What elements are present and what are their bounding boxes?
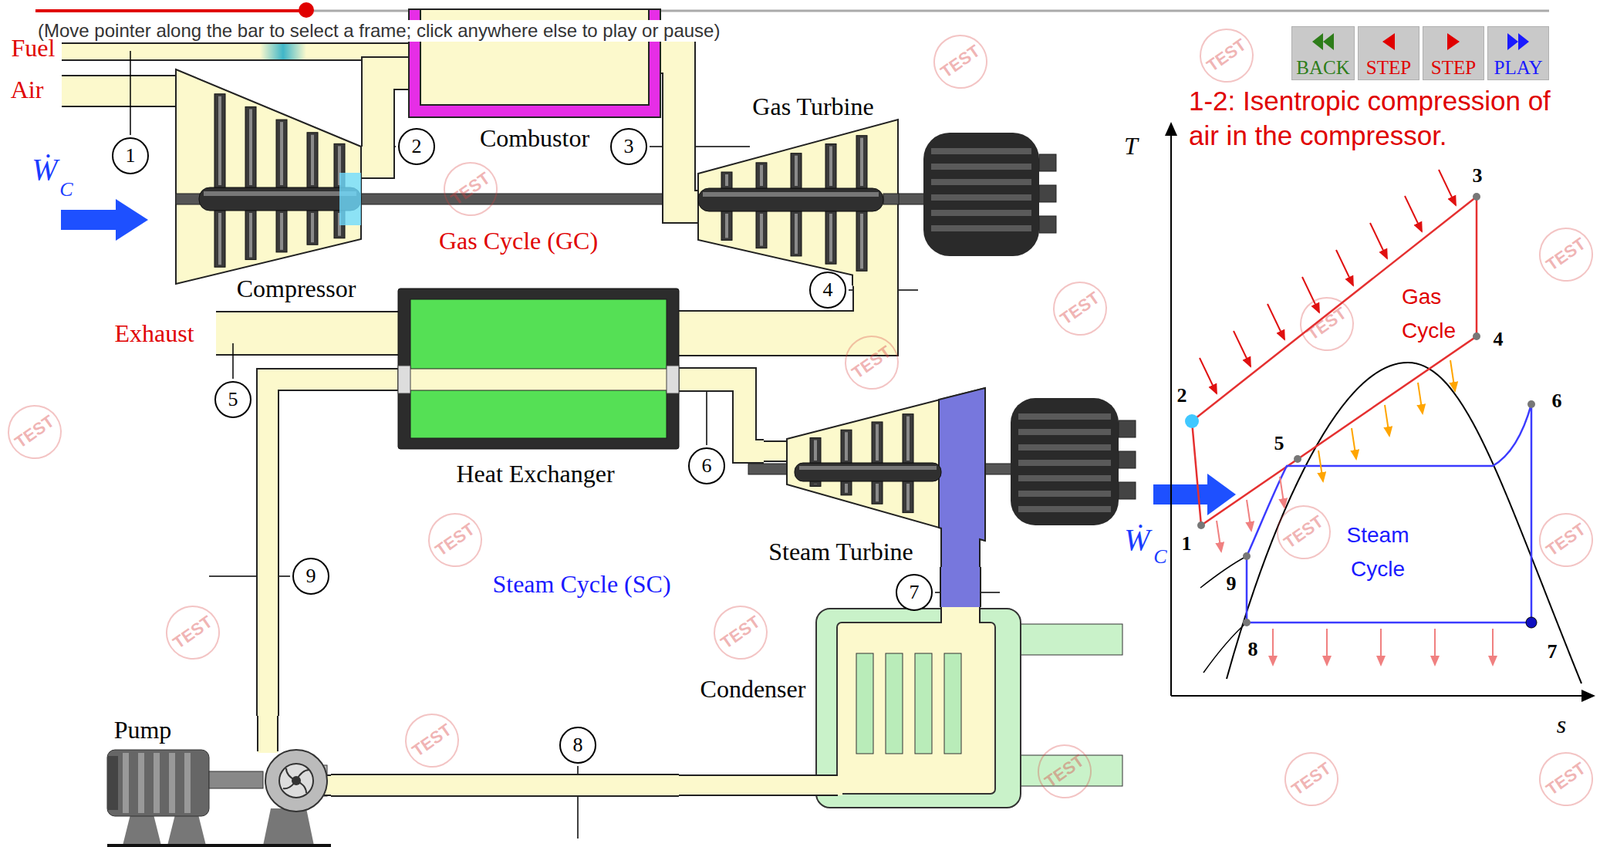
watermark: TEST	[1528, 741, 1600, 817]
watermark: TEST	[1273, 741, 1349, 817]
watermark: TEST	[1042, 270, 1118, 346]
progress-bar	[35, 2, 1550, 18]
watermark: TEST	[155, 594, 230, 670]
callout-number: 5	[214, 381, 252, 419]
component-label: Condenser	[700, 675, 807, 704]
watermark: TEST	[1528, 216, 1600, 292]
compressor-shape	[175, 67, 362, 306]
component-label: Pump	[114, 715, 173, 745]
axis-label: s	[1556, 710, 1567, 740]
exhaust-label: Exhaust	[114, 319, 194, 348]
heat-exchanger: Heat Exchanger	[398, 288, 679, 490]
step-button: STEP	[1357, 26, 1420, 81]
watermark: TEST	[1026, 733, 1102, 809]
button-label: PLAY	[1494, 57, 1543, 80]
state-number: 6	[1552, 389, 1563, 413]
pipe-outline	[678, 379, 764, 452]
pipe-outline	[267, 379, 399, 716]
callout-number: 3	[610, 128, 648, 166]
state-number: 5	[1274, 432, 1285, 456]
state-number: 4	[1493, 327, 1504, 352]
pipe-connector	[678, 379, 764, 452]
work-subscript: C	[59, 178, 73, 202]
watermark: TEST	[702, 594, 778, 670]
pipe-outline	[330, 773, 679, 797]
component-label: Gas Turbine	[752, 92, 874, 122]
pipe-fill	[678, 379, 764, 452]
pipe-fill	[330, 775, 679, 796]
step-button: STEP	[1422, 26, 1485, 81]
cycle-label: Gas Cycle	[1401, 280, 1464, 348]
button-label: STEP	[1431, 57, 1476, 80]
component-label: Steam Turbine	[768, 537, 914, 567]
state-number: 9	[1226, 572, 1237, 596]
pump: Pump	[107, 715, 331, 847]
callout-number: 2	[398, 128, 436, 166]
callout-number: 9	[292, 557, 330, 595]
gas-turbine: Gas Turbine	[698, 91, 899, 286]
work-symbol: Ẇ	[31, 151, 58, 188]
inlet-label: Air	[10, 75, 44, 105]
callout-number: 8	[559, 726, 597, 764]
watermark: TEST	[1188, 17, 1264, 93]
pipe-outline	[661, 57, 699, 207]
work-subscript: C	[1153, 545, 1167, 569]
watermark: TEST	[0, 394, 73, 470]
button-label: STEP	[1366, 57, 1411, 80]
back-button: BACK	[1291, 26, 1355, 81]
watermark: TEST	[394, 702, 470, 778]
component-label: Heat Exchanger	[455, 459, 615, 489]
generator	[923, 132, 1057, 257]
pipe-fill	[941, 567, 980, 608]
pipe-connector	[960, 567, 962, 608]
watermark: TEST	[1528, 502, 1600, 578]
pipe-connector	[267, 379, 399, 716]
state-number: 2	[1177, 384, 1188, 408]
state-number: 8	[1248, 637, 1259, 662]
callout-number: 4	[809, 271, 847, 309]
component-label: Combustor	[479, 124, 590, 153]
step-caption: 1-2: Isentropic compression of air in th…	[1188, 83, 1575, 153]
inlet-label: Fuel	[11, 33, 56, 63]
cycle-label: Steam Cycle	[1335, 518, 1421, 587]
ts-diagram	[1164, 121, 1596, 703]
callout-number: 7	[895, 573, 933, 611]
button-label: BACK	[1296, 57, 1350, 80]
component-label: Compressor	[236, 274, 357, 304]
watermark: TEST	[1265, 494, 1341, 570]
pipe-connector	[330, 785, 679, 787]
state-number: 7	[1547, 640, 1558, 664]
watermark: TEST	[1289, 286, 1364, 362]
callout-number: 6	[688, 447, 726, 485]
instruction-text: (Move pointer along the bar to select a …	[35, 20, 723, 42]
watermark: TEST	[922, 23, 998, 99]
state-number: 3	[1472, 164, 1483, 188]
state-number: 1	[1181, 532, 1192, 556]
pipe-fill	[661, 57, 699, 207]
watermark: TEST	[417, 502, 493, 578]
axis-label: T	[1124, 131, 1138, 161]
generator	[1010, 398, 1136, 526]
steam-turbine: Steam Turbine	[763, 385, 986, 568]
watermark: TEST	[432, 151, 508, 227]
cycle-label: Steam Cycle (SC)	[492, 570, 671, 599]
ducts	[61, 43, 411, 355]
work-symbol: Ẇ	[1124, 522, 1150, 558]
callout-number: 1	[111, 137, 149, 175]
pipe-outline	[939, 567, 982, 608]
heat-exchanger-shape	[398, 288, 679, 487]
pipe-fill	[267, 379, 399, 716]
cycle-label: Gas Cycle (GC)	[438, 226, 598, 256]
pipe-connector	[661, 57, 699, 207]
compressor: Compressor	[175, 67, 362, 306]
leader-lines	[130, 50, 1000, 839]
play-button: PLAY	[1487, 26, 1550, 81]
